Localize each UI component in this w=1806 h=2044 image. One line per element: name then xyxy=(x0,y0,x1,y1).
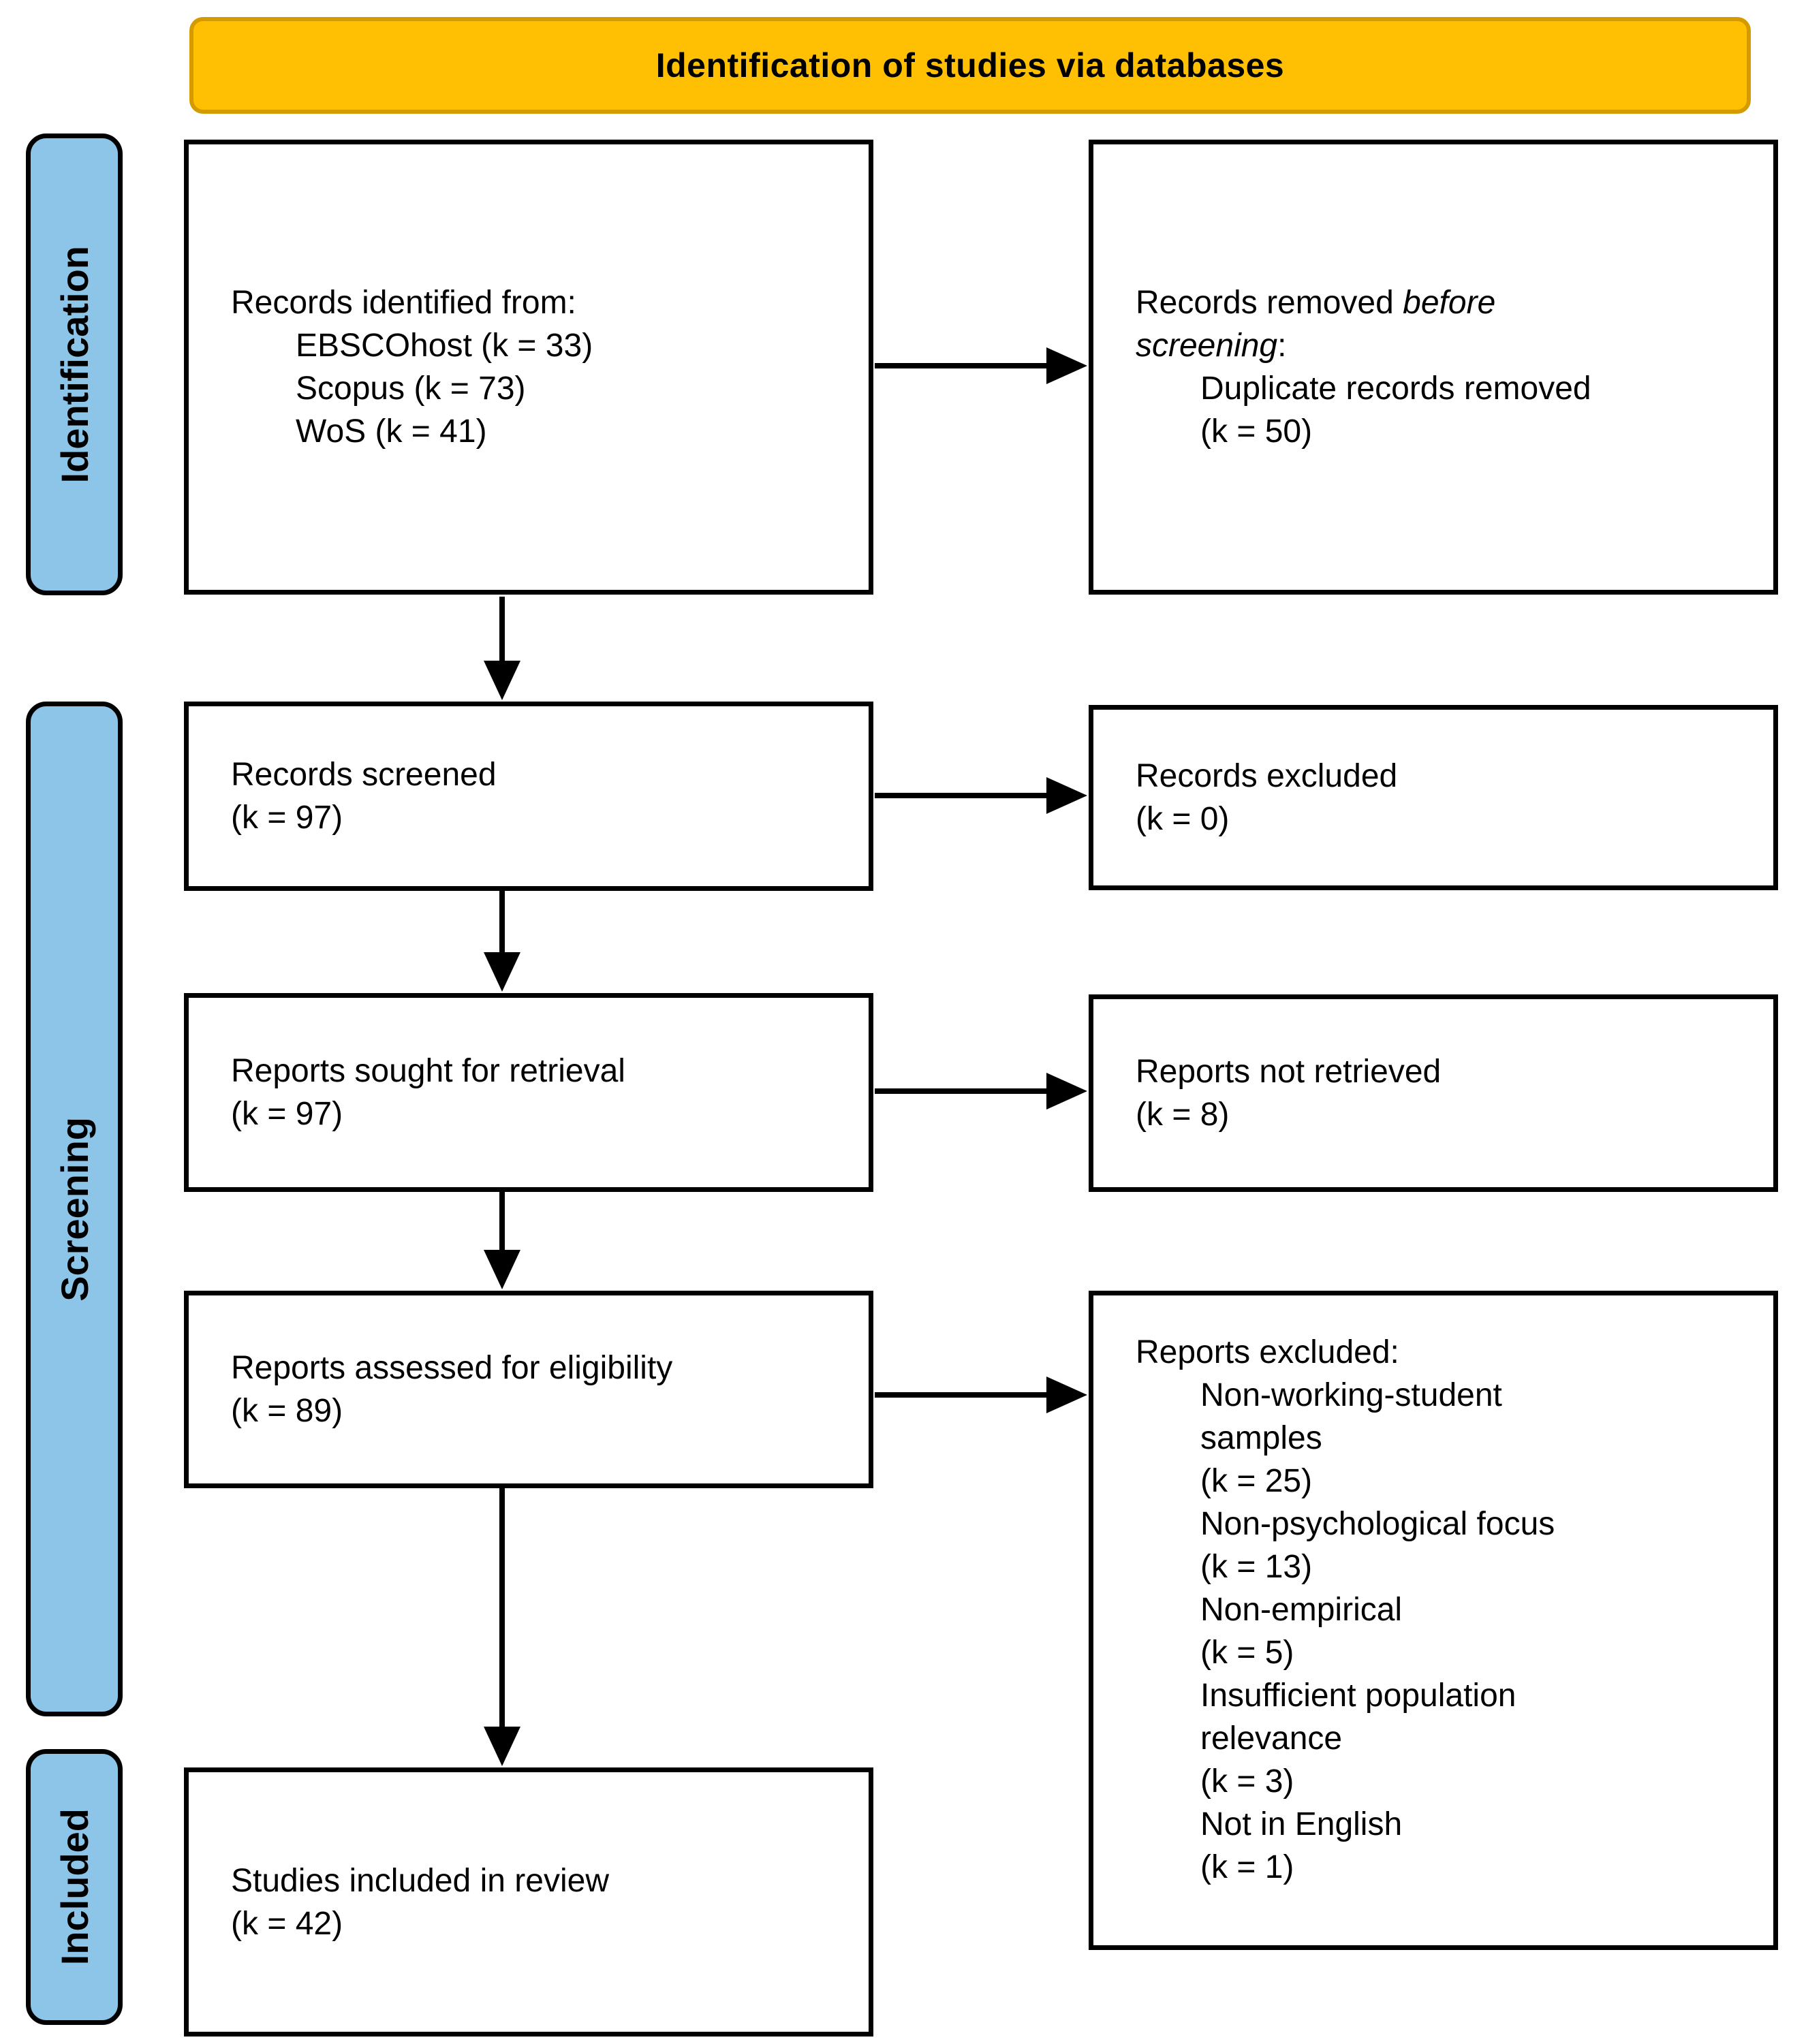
box-line: Non-psychological focus xyxy=(1200,1506,1555,1542)
box-reports-sought: Reports sought for retrieval (k = 97) xyxy=(184,993,873,1192)
arrow-identified-to-screened xyxy=(484,597,520,700)
box-line: (k = 50) xyxy=(1200,413,1313,450)
box-line: Records excluded xyxy=(1136,758,1398,794)
stage-label-included: Included xyxy=(26,1749,123,2025)
box-reports-excluded-reasons: Reports excluded: Non-working-student sa… xyxy=(1089,1291,1778,1950)
box-records-excluded: Records excluded (k = 0) xyxy=(1089,705,1778,890)
box-line: Reports assessed for eligibility xyxy=(231,1350,673,1386)
box-line: Non-working-student xyxy=(1200,1377,1502,1413)
stage-label-identification: Identification xyxy=(26,133,123,595)
box-line: WoS (k = 41) xyxy=(296,413,487,450)
stage-label-screening-text: Screening xyxy=(52,1116,96,1302)
arrow-screened-to-excluded xyxy=(875,777,1087,814)
box-line: Records identified from: xyxy=(231,285,576,321)
box-line: (k = 0) xyxy=(1136,801,1230,837)
text-plain: Records removed xyxy=(1136,285,1403,321)
arrow-identified-to-removed xyxy=(875,347,1087,384)
box-reports-assessed: Reports assessed for eligibility (k = 89… xyxy=(184,1291,873,1488)
box-records-identified: Records identified from: EBSCOhost (k = … xyxy=(184,140,873,595)
box-line: (k = 25) xyxy=(1200,1463,1313,1499)
box-line: samples xyxy=(1200,1420,1322,1456)
box-line: (k = 3) xyxy=(1200,1763,1294,1799)
text-plain: : xyxy=(1277,328,1287,364)
banner-identification-of-studies: Identification of studies via databases xyxy=(189,17,1751,114)
box-line: (k = 97) xyxy=(231,800,343,836)
box-studies-included: Studies included in review (k = 42) xyxy=(184,1767,873,2037)
box-line: Insufficient population xyxy=(1200,1678,1516,1714)
box-reports-not-retrieved: Reports not retrieved (k = 8) xyxy=(1089,994,1778,1192)
box-line: Duplicate records removed xyxy=(1200,371,1591,407)
box-line: (k = 8) xyxy=(1136,1097,1230,1133)
arrow-assessed-to-reports-excluded xyxy=(875,1377,1087,1413)
banner-title: Identification of studies via databases xyxy=(655,46,1285,84)
box-line: EBSCOhost (k = 33) xyxy=(296,328,593,364)
box-records-screened: Records screened (k = 97) xyxy=(184,702,873,891)
box-line: Records screened xyxy=(231,757,497,793)
text-italic: before xyxy=(1403,285,1496,321)
text-italic: screening xyxy=(1136,328,1278,364)
stage-label-screening: Screening xyxy=(26,702,123,1716)
box-line: Reports excluded: xyxy=(1136,1334,1399,1370)
box-line: Reports sought for retrieval xyxy=(231,1053,625,1089)
box-line: (k = 89) xyxy=(231,1393,343,1429)
box-line: Reports not retrieved xyxy=(1136,1054,1442,1090)
stage-label-included-text: Included xyxy=(52,1808,96,1966)
stage-label-identification-text: Identification xyxy=(52,245,96,484)
box-records-removed-before-screening: Records removed before screening: Duplic… xyxy=(1089,140,1778,595)
box-line: (k = 97) xyxy=(231,1096,343,1132)
arrow-sought-to-not-retrieved xyxy=(875,1073,1087,1110)
arrow-sought-to-assessed xyxy=(484,1191,520,1289)
box-line: Not in English xyxy=(1200,1806,1403,1842)
box-line: Records removed before xyxy=(1136,281,1746,324)
box-line: screening: xyxy=(1136,324,1746,367)
arrow-screened-to-sought xyxy=(484,890,520,992)
arrow-assessed-to-included xyxy=(484,1487,520,1766)
box-line: (k = 5) xyxy=(1200,1635,1294,1671)
box-line: relevance xyxy=(1200,1720,1343,1757)
box-line: (k = 13) xyxy=(1200,1549,1313,1585)
box-line: Non-empirical xyxy=(1200,1592,1403,1628)
box-line: Scopus (k = 73) xyxy=(296,371,526,407)
box-line: (k = 42) xyxy=(231,1905,343,1942)
box-line: (k = 1) xyxy=(1200,1849,1294,1885)
box-line: Studies included in review xyxy=(231,1862,609,1899)
